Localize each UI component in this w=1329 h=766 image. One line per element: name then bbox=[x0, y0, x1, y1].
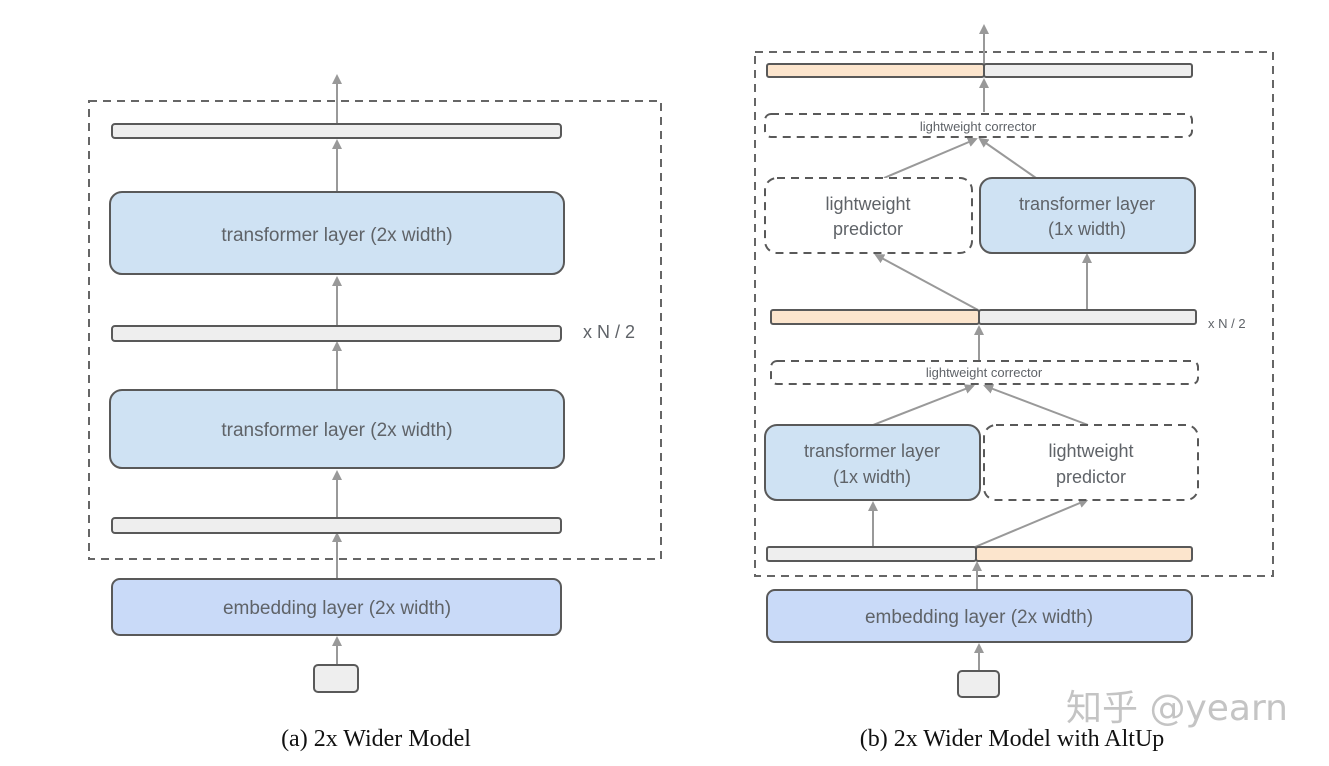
caption-b: (b) 2x Wider Model with AltUp bbox=[860, 726, 1165, 752]
embedding-label-b: embedding layer (2x width) bbox=[865, 607, 1093, 628]
embedding-layer-b bbox=[766, 589, 1193, 643]
transformer-label-b-bottom-2: (1x width) bbox=[833, 467, 911, 487]
corrector-label-b-top: lightweight corrector bbox=[920, 119, 1037, 134]
watermark: 知乎 @yearn bbox=[1066, 688, 1288, 729]
transformer-layer-b-bottom bbox=[764, 424, 981, 501]
transformer-label-b-bottom-1: transformer layer bbox=[804, 441, 940, 461]
arrow bbox=[883, 137, 978, 179]
split-vector-b-2 bbox=[770, 309, 1197, 325]
repeat-label-a: x N / 2 bbox=[583, 322, 635, 342]
split-vector-b-1 bbox=[766, 546, 1193, 562]
transformer-label-a-bottom: transformer layer (2x width) bbox=[221, 420, 452, 441]
embedding-label-a: embedding layer (2x width) bbox=[223, 598, 451, 619]
corrector-label-b-mid: lightweight corrector bbox=[926, 365, 1043, 380]
repeat-label-b: x N / 2 bbox=[1208, 316, 1246, 331]
arrow bbox=[974, 498, 1089, 548]
input-token-a bbox=[313, 664, 359, 693]
predictor-label-b-bottom-2: predictor bbox=[1056, 467, 1126, 487]
lightweight-corrector-b-mid bbox=[770, 360, 1199, 385]
transformer-layer-a-top bbox=[109, 191, 565, 275]
predictor-label-b-bottom-1: lightweight bbox=[1048, 441, 1133, 461]
arrow bbox=[983, 384, 1089, 426]
repeat-block-b bbox=[754, 51, 1274, 577]
panel-a: embedding layer (2x width) transformer l… bbox=[88, 74, 662, 752]
caption-a: (a) 2x Wider Model bbox=[281, 726, 471, 752]
vector-a-3 bbox=[111, 123, 562, 139]
embedding-layer-a bbox=[111, 578, 562, 636]
transformer-label-a-top: transformer layer (2x width) bbox=[221, 225, 452, 246]
lightweight-corrector-b-top bbox=[764, 113, 1193, 138]
arrow bbox=[874, 254, 979, 311]
predictor-label-b-top-2: predictor bbox=[833, 219, 903, 239]
input-token-b bbox=[957, 670, 1000, 698]
transformer-label-b-top-1: transformer layer bbox=[1019, 194, 1155, 214]
lightweight-predictor-b-bottom bbox=[983, 424, 1199, 501]
arrow bbox=[978, 137, 1037, 179]
vector-a-2 bbox=[111, 325, 562, 342]
transformer-layer-a-bottom bbox=[109, 389, 565, 469]
predictor-label-b-top-1: lightweight bbox=[825, 194, 910, 214]
lightweight-predictor-b-top bbox=[764, 177, 973, 254]
panel-b: embedding layer (2x width) transformer l… bbox=[754, 24, 1274, 752]
repeat-block-a bbox=[88, 100, 662, 560]
arrow bbox=[872, 384, 975, 426]
transformer-layer-b-top bbox=[979, 177, 1196, 254]
vector-a-1 bbox=[111, 517, 562, 534]
transformer-label-b-top-2: (1x width) bbox=[1048, 219, 1126, 239]
split-vector-b-3 bbox=[766, 63, 1193, 78]
